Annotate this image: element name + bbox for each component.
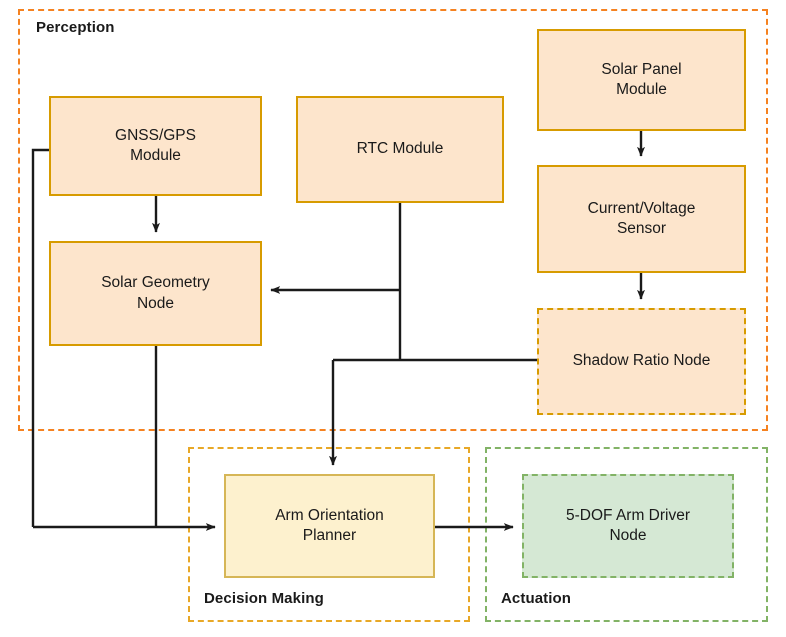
group-label-decision: Decision Making [204,590,324,607]
node-rtc-module[interactable]: RTC Module [296,96,504,203]
node-shadow-ratio-node[interactable]: Shadow Ratio Node [537,308,746,415]
group-perception [18,9,768,431]
node-label: RTC Module [356,140,444,158]
group-label-perception: Perception [36,19,115,36]
node-label: Shadow Ratio Node [572,352,711,370]
group-decision [188,447,470,622]
group-actuation [485,447,768,622]
group-label-actuation: Actuation [501,590,572,607]
